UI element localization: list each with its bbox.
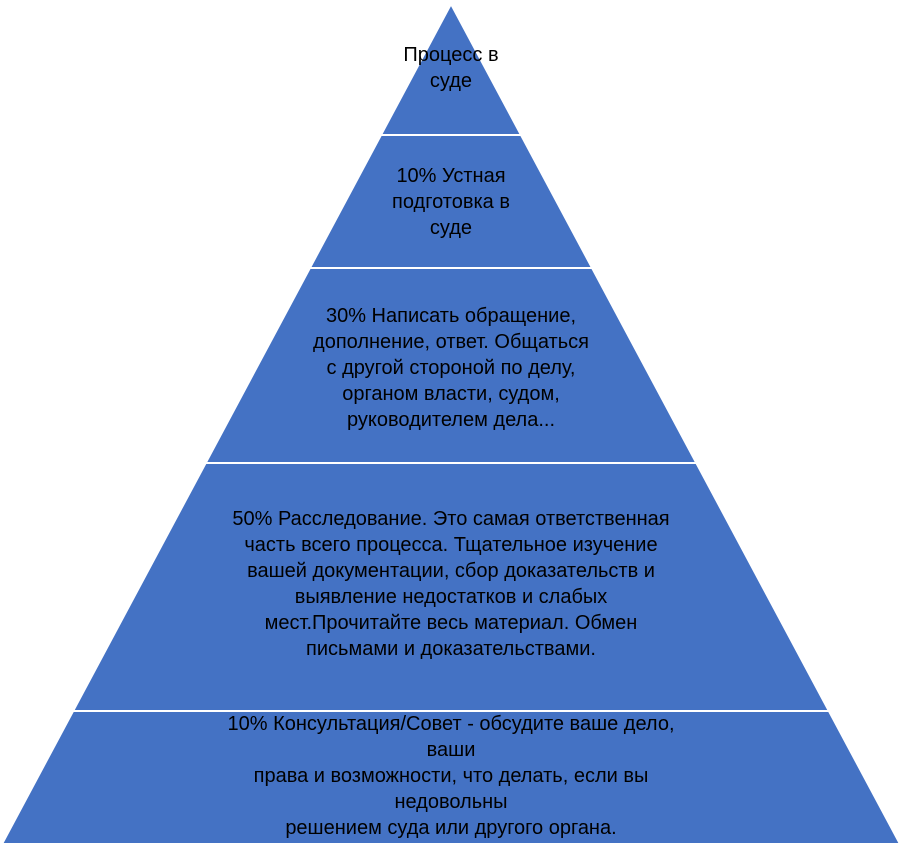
pyramid-tier-3-label: 30% Написать обращение, дополнение, отве… bbox=[313, 305, 589, 431]
pyramid-tier-1-label: Процесс в суде bbox=[403, 44, 499, 92]
pyramid-tier-5-label: 10% Консультация/Совет - обсудите ваше д… bbox=[227, 713, 675, 839]
pyramid-tier-4-label: 50% Расследование. Это самая ответственн… bbox=[232, 508, 670, 660]
pyramid-tier-2-label: 10% Устная подготовка в суде bbox=[392, 165, 510, 239]
pyramid-tier-5-shape bbox=[0, 710, 902, 845]
